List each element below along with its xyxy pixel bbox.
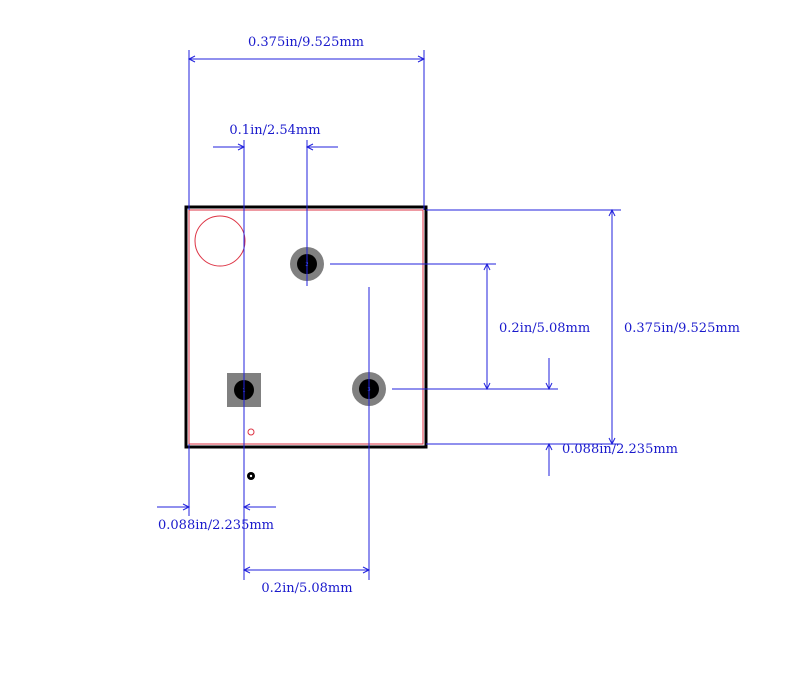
courtyard-outline <box>188 209 424 445</box>
dim-top-width: 0.375in/9.525mm <box>187 35 426 210</box>
pin1-marker-circle <box>194 215 246 267</box>
dim-right-height: 0.375in/9.525mm <box>426 208 740 446</box>
dim-top-width-label: 0.375in/9.525mm <box>248 35 364 50</box>
dim-vertical-pitch-label: 0.2in/5.08mm <box>499 321 590 336</box>
dim-right-height-label: 0.375in/9.525mm <box>624 321 740 336</box>
dim-bottom-offset-right-label: 0.088in/2.235mm <box>562 442 678 457</box>
dim-pitch-top: 0.1in/2.54mm <box>213 123 338 390</box>
dim-left-offset-bottom: 0.088in/2.235mm <box>157 390 276 580</box>
dim-bottom-pitch: 0.2in/5.08mm <box>242 287 371 596</box>
dim-vertical-pitch: 0.2in/5.08mm <box>330 262 590 391</box>
dim-bottom-offset-right: 0.088in/2.235mm <box>545 358 678 476</box>
origin-marker-small <box>247 428 255 436</box>
dim-pitch-top-label: 0.1in/2.54mm <box>229 123 320 138</box>
package-outline <box>184 205 428 449</box>
origin-dot-center <box>249 474 253 478</box>
dim-bottom-pitch-label: 0.2in/5.08mm <box>261 581 352 596</box>
dim-left-offset-bottom-label: 0.088in/2.235mm <box>158 518 274 533</box>
